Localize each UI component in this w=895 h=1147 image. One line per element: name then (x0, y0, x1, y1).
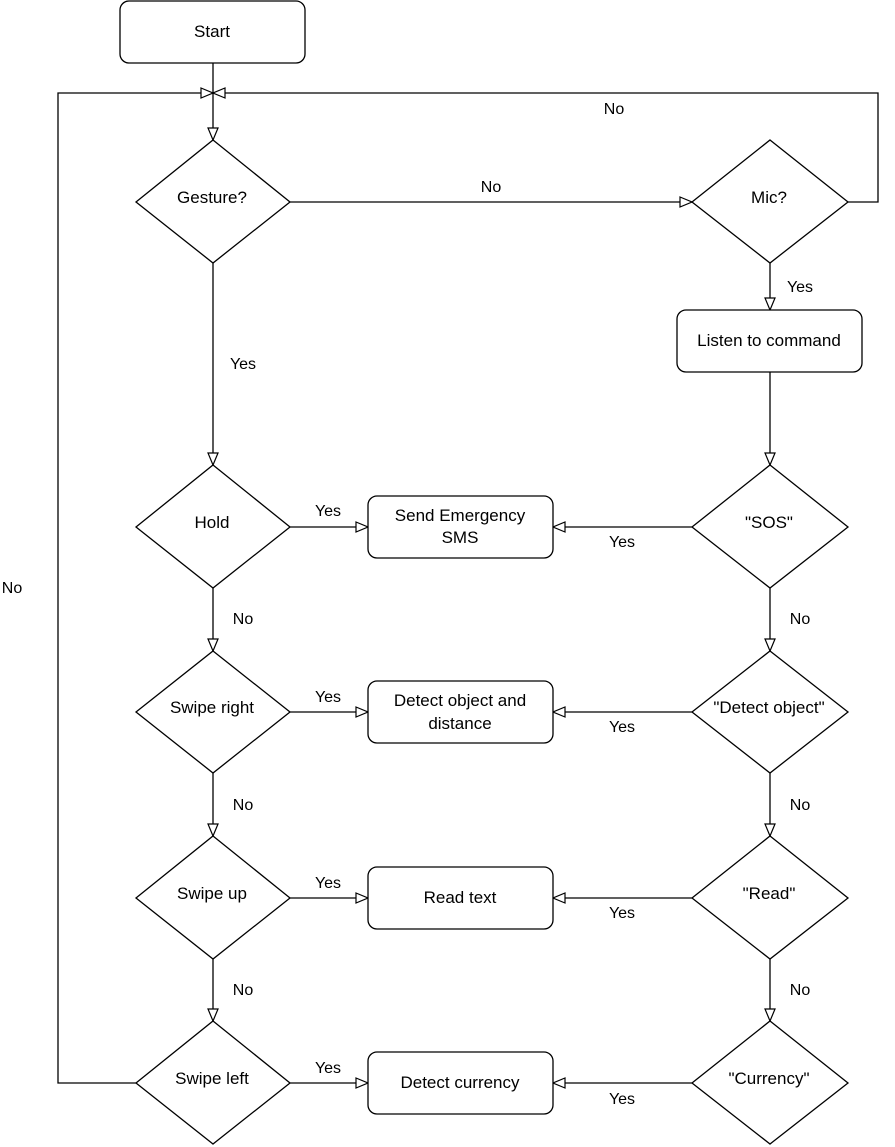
swipe-up-no-label: No (233, 982, 254, 999)
detect-object-cmd-label: "Detect object" (713, 698, 824, 717)
detect-object-decision (690, 650, 850, 774)
mic-decision (690, 139, 850, 264)
mic-yes-label: Yes (787, 279, 813, 296)
edge-mic-no-loop (213, 93, 879, 203)
sos-yes-label: Yes (609, 534, 635, 551)
read-text-box (367, 866, 554, 930)
swipe-up-yes-label: Yes (315, 875, 341, 892)
start-label: Start (194, 22, 230, 41)
read-text-label: Read text (424, 888, 497, 907)
sos-label: "SOS" (745, 513, 793, 532)
swipe-up-label: Swipe up (177, 884, 247, 903)
detect-currency-box (367, 1051, 554, 1115)
mic-no-loop-label: No (604, 101, 625, 118)
swipe-left-no-loop-label: No (2, 580, 23, 597)
detect-currency-label: Detect currency (400, 1073, 520, 1092)
gesture-no-label: No (481, 179, 502, 196)
sos-decision (690, 464, 850, 589)
swipe-right-no-label: No (233, 797, 254, 814)
hold-no-label: No (233, 611, 254, 628)
gesture-label: Gesture? (177, 188, 247, 207)
detect-object-no-label: No (790, 797, 811, 814)
send-sms-label-line2: SMS (442, 528, 479, 547)
hold-decision (134, 464, 292, 589)
mic-label: Mic? (751, 188, 787, 207)
gesture-decision (134, 139, 292, 264)
read-decision (690, 835, 850, 960)
listen-box (676, 309, 863, 373)
swipe-left-decision (134, 1020, 292, 1145)
currency-decision (690, 1020, 850, 1145)
detect-object-box (367, 680, 554, 744)
swipe-left-label: Swipe left (175, 1069, 249, 1088)
hold-label: Hold (195, 513, 230, 532)
read-cmd-label: "Read" (743, 884, 796, 903)
currency-cmd-label: "Currency" (728, 1069, 809, 1088)
read-no-label: No (790, 982, 811, 999)
hold-yes-label: Yes (315, 503, 341, 520)
send-sms-label-line1: Send Emergency (395, 506, 526, 525)
swipe-left-yes-label: Yes (315, 1060, 341, 1077)
detect-object-label-line2: distance (428, 714, 491, 733)
swipe-right-yes-label: Yes (315, 689, 341, 706)
swipe-up-decision (134, 835, 292, 960)
detect-object-yes-label: Yes (609, 719, 635, 736)
swipe-right-label: Swipe right (170, 698, 254, 717)
edge-swipe-left-no-loop (57, 93, 213, 1084)
send-sms-box (367, 495, 554, 559)
gesture-yes-label: Yes (230, 356, 256, 373)
start-box (119, 0, 306, 64)
currency-yes-label: Yes (609, 1091, 635, 1108)
read-yes-label: Yes (609, 905, 635, 922)
sos-no-label: No (790, 611, 811, 628)
listen-label: Listen to command (697, 331, 841, 350)
swipe-right-decision (134, 650, 292, 774)
detect-object-label-line1: Detect object and (394, 691, 526, 710)
